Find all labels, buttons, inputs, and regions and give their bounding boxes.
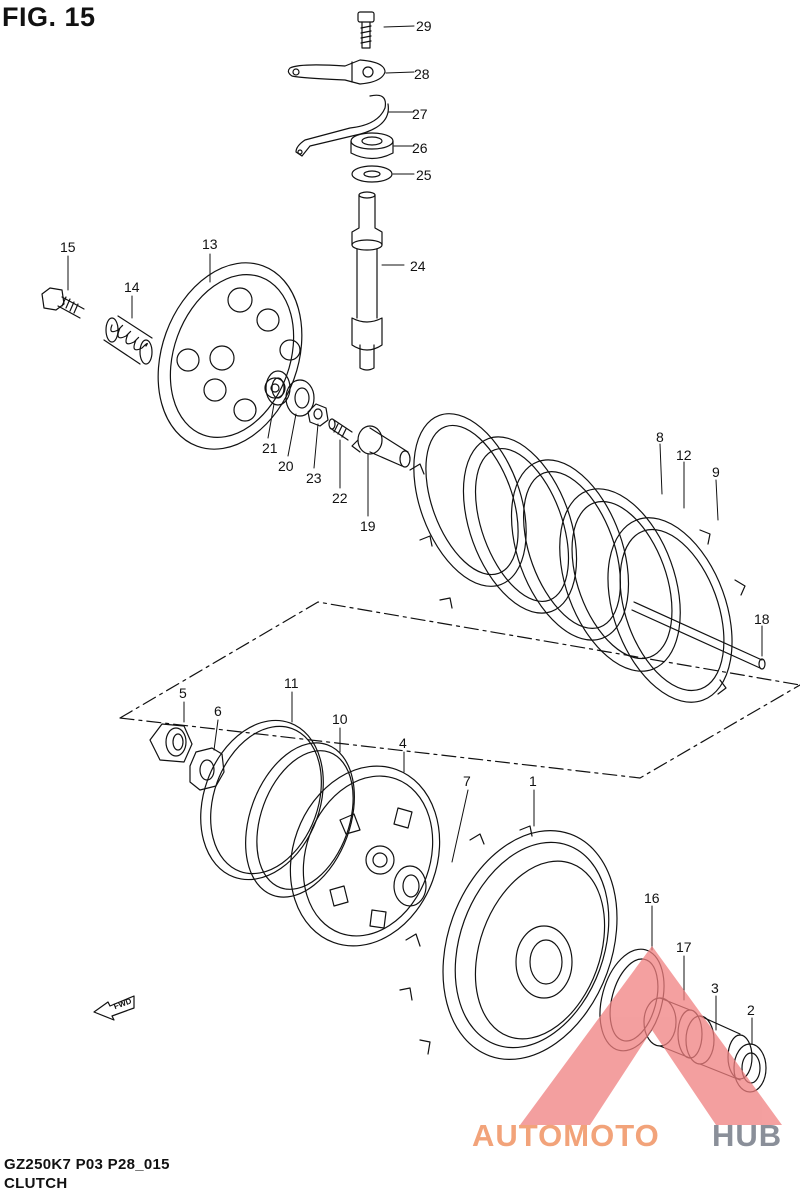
leader-lines xyxy=(67,25,763,1045)
part-9-driven-plate xyxy=(409,463,746,703)
part-18-push-rod xyxy=(631,601,766,670)
callout-15: 15 xyxy=(60,239,76,255)
callout-4: 4 xyxy=(399,735,407,751)
callout-20: 20 xyxy=(278,458,294,474)
fwd-arrow-icon xyxy=(93,995,135,1021)
watermark-text-hub: HUB xyxy=(712,1118,782,1153)
callout-28: 28 xyxy=(414,66,430,82)
callout-9: 9 xyxy=(712,464,720,480)
callout-labels: 29 28 27 26 25 24 15 14 13 21 20 23 22 1… xyxy=(60,18,770,1018)
callout-23: 23 xyxy=(306,470,322,486)
watermark-text-automoto: AUTOMOTO xyxy=(472,1118,660,1153)
watermark-triangle-inner xyxy=(606,1052,700,1120)
callout-6: 6 xyxy=(214,703,222,719)
callout-21: 21 xyxy=(262,440,278,456)
part-6-lock-washer xyxy=(189,747,225,791)
watermark-logo-icon xyxy=(520,946,782,1125)
part-5-nut xyxy=(149,723,193,763)
callout-1: 1 xyxy=(529,773,537,789)
callout-29: 29 xyxy=(416,18,432,34)
part-10-spring-washer xyxy=(245,742,355,898)
part-20-bearing xyxy=(285,379,315,417)
callout-13: 13 xyxy=(202,236,218,252)
part-14-clutch-spring xyxy=(103,315,153,365)
callout-17: 17 xyxy=(676,939,692,955)
callout-26: 26 xyxy=(412,140,428,156)
callout-19: 19 xyxy=(360,518,376,534)
assembly-dashed-outline xyxy=(119,601,800,779)
callout-5: 5 xyxy=(179,685,187,701)
part-26-oil-seal xyxy=(350,132,394,160)
part-8-drive-plates xyxy=(413,413,630,641)
callout-8: 8 xyxy=(656,429,664,445)
callout-22: 22 xyxy=(332,490,348,506)
part-21-washer xyxy=(265,370,291,406)
part-1-clutch-housing xyxy=(399,825,618,1060)
part-27-return-spring xyxy=(295,94,389,157)
callout-16: 16 xyxy=(644,890,660,906)
callout-14: 14 xyxy=(124,279,140,295)
callout-25: 25 xyxy=(416,167,432,183)
part-28-release-arm xyxy=(287,59,386,85)
part-22-pin xyxy=(328,418,353,441)
part-19-push-piece xyxy=(351,425,411,468)
part-12-plate xyxy=(559,488,681,672)
watermark-triangle-outer xyxy=(520,946,782,1125)
figure-model-code: GZ250K7 P03 P28_015 xyxy=(4,1156,170,1173)
callout-18: 18 xyxy=(754,611,770,627)
part-4-sleeve-hub xyxy=(289,765,441,947)
part-13-pressure-plate xyxy=(157,262,303,450)
part-25-washer xyxy=(351,165,393,183)
part-15-bolt xyxy=(41,287,85,319)
part-7-thrust-washer xyxy=(393,865,427,907)
callout-7: 7 xyxy=(463,773,471,789)
callout-27: 27 xyxy=(412,106,428,122)
figure-title: FIG. 15 xyxy=(2,2,96,32)
callout-24: 24 xyxy=(410,258,426,274)
callout-11: 11 xyxy=(284,675,299,691)
callout-12: 12 xyxy=(676,447,692,463)
callout-10: 10 xyxy=(332,711,348,727)
part-29-bolt xyxy=(357,11,375,49)
callout-3: 3 xyxy=(711,980,719,996)
part-23-nut xyxy=(307,403,329,427)
part-24-release-shaft xyxy=(351,191,383,371)
callout-2: 2 xyxy=(747,1002,755,1018)
figure-caption: CLUTCH xyxy=(4,1175,68,1192)
